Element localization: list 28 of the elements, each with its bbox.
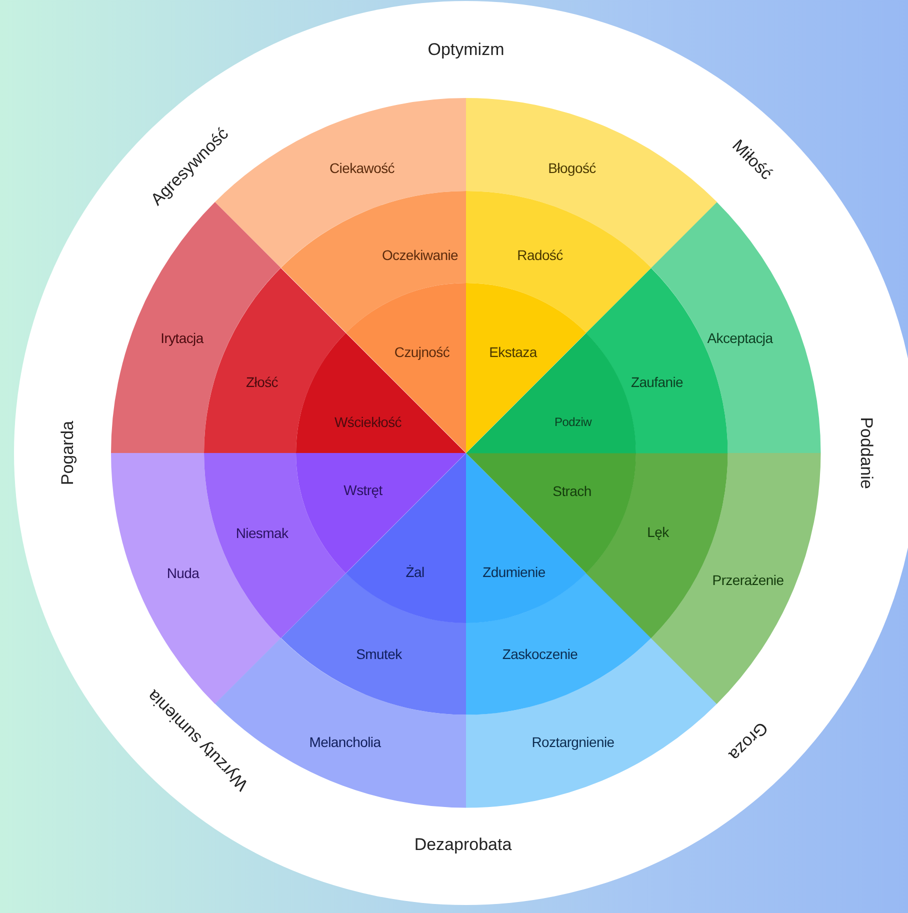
emotion-pair-label: Pogarda [58,420,78,486]
emotion-label: Ekstaza [489,344,537,360]
emotion-label: Zaufanie [630,374,684,390]
emotion-label: Zaskoczenie [502,646,578,662]
emotion-pair-label: Poddanie [856,417,876,489]
emotion-label: Podziw [554,414,592,429]
emotion-label: Wstręt [344,482,382,498]
emotion-label: Przerażenie [712,572,784,588]
emotion-label: Ciekawość [329,160,394,176]
emotion-label: Nuda [166,565,200,581]
emotion-pair-label: Optymizm [428,40,504,60]
emotion-label: Roztargnienie [532,734,614,750]
emotion-label: Błogość [548,160,596,176]
emotion-label: Wściekłość [334,414,402,430]
emotion-label: Radość [517,247,563,263]
emotion-label: Zdumienie [482,564,546,580]
emotion-pair-label: Dezaprobata [414,835,512,855]
emotion-label: Irytacja [160,330,204,346]
emotion-label: Złość [246,374,278,390]
emotion-label: Czujność [394,344,450,360]
emotion-label: Akceptacja [707,330,773,346]
emotion-label: Żal [406,564,424,580]
emotion-label: Niesmak [236,525,288,541]
emotion-label: Oczekiwanie [382,247,458,263]
emotion-label: Smutek [356,646,402,662]
emotion-label: Strach [552,483,592,499]
emotion-label: Melancholia [309,734,381,750]
emotion-label: Lęk [647,524,669,540]
